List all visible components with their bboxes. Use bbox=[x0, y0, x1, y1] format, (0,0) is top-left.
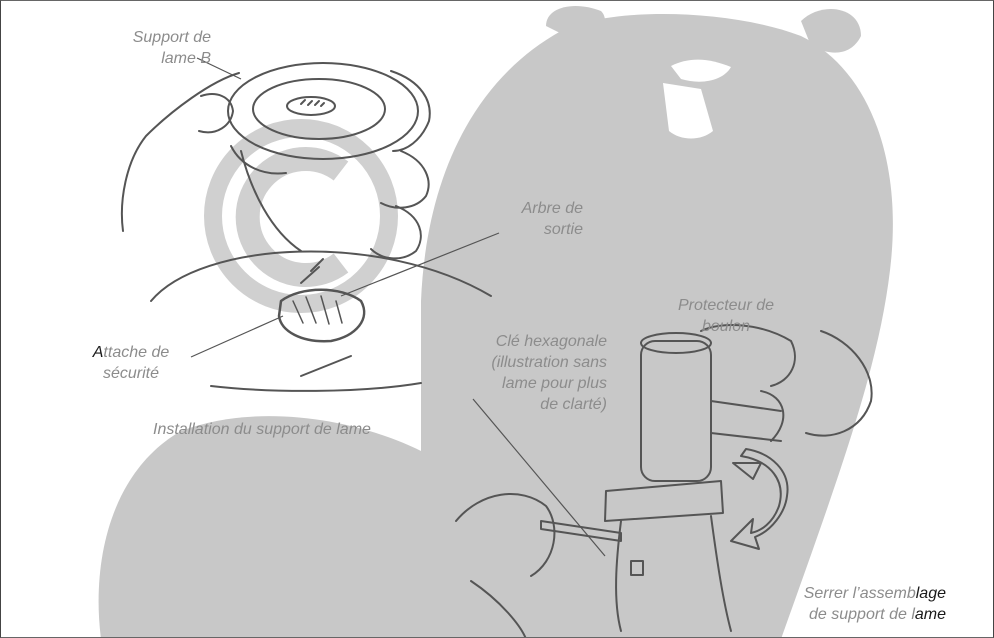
attache-first-letter: A bbox=[93, 344, 104, 361]
cle-line-4: de clarté) bbox=[457, 394, 607, 415]
attache-de-securite-label: Attache de sécurité bbox=[61, 342, 201, 384]
attache-line-1-rest: ttache de bbox=[103, 344, 169, 361]
cle-hexagonale-label: Clé hexagonale (illustration sans lame p… bbox=[457, 331, 607, 415]
serrer-line-1-grey: Serrer l’assemb bbox=[804, 585, 916, 602]
serrer-line-1-dark: lage bbox=[916, 585, 946, 602]
arbre-de-sortie-label: Arbre de sortie bbox=[469, 198, 583, 240]
attache-line-2: sécurité bbox=[61, 363, 201, 384]
serrer-assemblage-caption: Serrer l’assemblage de support de lame bbox=[701, 583, 946, 625]
installation-rest: du support de lame bbox=[230, 421, 371, 438]
protecteur-line-1: Protecteur de bbox=[651, 295, 801, 316]
serrer-line-1: Serrer l’assemblage bbox=[701, 583, 946, 604]
arbre-line-1: Arbre de bbox=[469, 198, 583, 219]
serrer-line-2-dark: ame bbox=[915, 606, 946, 623]
support-b-line-2: lame B bbox=[101, 48, 211, 69]
support-b-line-1: Support de bbox=[101, 27, 211, 48]
arbre-line-2: sortie bbox=[469, 219, 583, 240]
serrer-line-2: de support de lame bbox=[701, 604, 946, 625]
installation-prefix: Installation bbox=[153, 421, 230, 438]
cle-line-2: (illustration sans bbox=[457, 352, 607, 373]
installation-caption: Installation du support de lame bbox=[153, 419, 463, 440]
protecteur-line-2: boulon bbox=[651, 316, 801, 337]
attache-line-1: Attache de bbox=[61, 342, 201, 363]
serrer-line-2-grey: de support de l bbox=[809, 606, 915, 623]
cle-line-3: lame pour plus bbox=[457, 373, 607, 394]
support-de-lame-b-label: Support de lame B bbox=[101, 27, 211, 69]
cle-line-1: Clé hexagonale bbox=[457, 331, 607, 352]
protecteur-de-boulon-label: Protecteur de boulon bbox=[651, 295, 801, 337]
